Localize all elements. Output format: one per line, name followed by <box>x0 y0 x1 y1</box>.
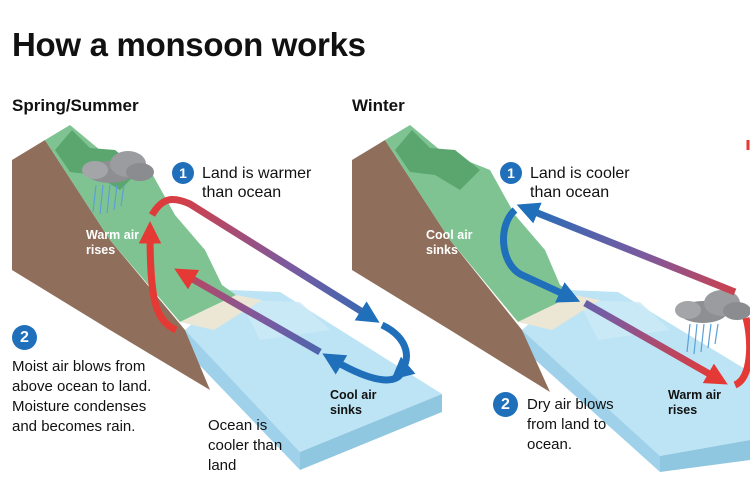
winter-beach <box>518 295 600 330</box>
cloud-rain-icon <box>675 290 750 355</box>
summer-ocean-note: Ocean is cooler than land <box>208 417 283 474</box>
winter-soil <box>352 140 550 392</box>
winter-rising-arrow <box>733 317 750 389</box>
winter-sea-label: Warm air rises <box>668 388 722 417</box>
summer-ocean-top <box>185 290 442 452</box>
summer-rising-arrow <box>138 221 178 334</box>
winter-step2-text: Dry air blows from land to ocean. <box>527 396 614 453</box>
summer-onshore-arrow <box>174 268 322 356</box>
summer-season-heading: Spring/Summer <box>12 96 139 115</box>
winter-land-label: Cool air sinks <box>426 228 473 257</box>
winter-offshore-arrow <box>583 299 728 385</box>
summer-upper-flow-arrow <box>148 195 380 323</box>
winter-ocean-front <box>522 330 660 472</box>
winter-step2-badge: 2 <box>493 392 518 417</box>
winter-ocean-side <box>660 440 750 472</box>
winter-season-heading: Winter <box>352 96 405 115</box>
summer-step1-badge: 1 <box>172 162 194 184</box>
summer-step2-text: Moist air blows from above ocean to land… <box>12 358 152 435</box>
winter-hills <box>395 130 480 190</box>
summer-scene <box>12 125 442 470</box>
summer-ocean-front <box>185 330 300 470</box>
summer-step1-text: Land is warmer than ocean <box>202 165 312 201</box>
winter-return-flow-arrow <box>516 202 737 296</box>
winter-step1-text: Land is cooler than ocean <box>530 165 630 201</box>
summer-step2-badge: 2 <box>12 325 37 350</box>
summer-surface-wind-arrow <box>322 353 403 384</box>
summer-ocean-side <box>300 394 442 470</box>
winter-step1-badge: 1 <box>500 162 522 184</box>
winter-scene <box>352 125 750 472</box>
summer-sea-label: Cool air sinks <box>330 388 377 417</box>
summer-soil <box>12 140 210 390</box>
cloud-rain-icon <box>82 151 154 215</box>
winter-sinking-arrow <box>500 207 581 303</box>
summer-land-label: Warm air rises <box>86 228 140 257</box>
summer-ocean-shallow <box>240 300 330 340</box>
summer-cool-sink-arrow <box>380 321 416 380</box>
page-title: How a monsoon works <box>12 26 366 63</box>
winter-ocean-top <box>522 290 750 456</box>
